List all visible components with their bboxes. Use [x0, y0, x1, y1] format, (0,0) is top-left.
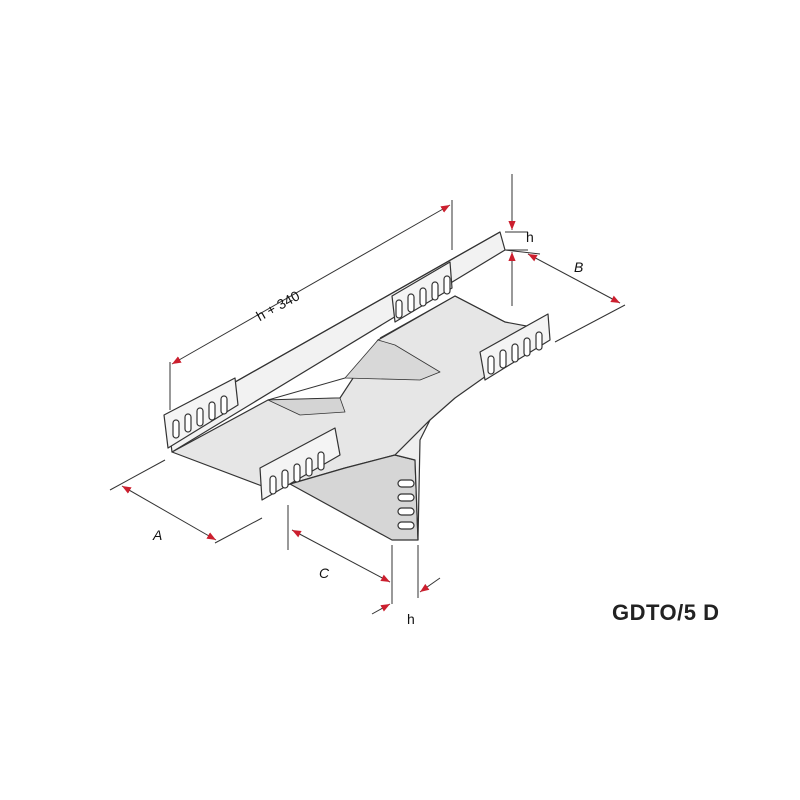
height-top-label: h	[526, 229, 534, 245]
height-bottom-arrow-right	[419, 577, 441, 593]
slot-group-right	[487, 331, 543, 375]
offset-c-label: C	[319, 565, 330, 581]
width-a-dimension	[121, 485, 217, 541]
height-bottom-label: h	[407, 611, 415, 627]
floor-shade-1	[267, 397, 346, 416]
slot-group-branch	[397, 479, 415, 530]
branch-wall	[394, 419, 431, 541]
width-b-label: B	[574, 259, 583, 275]
width-a-ext-2	[214, 517, 263, 544]
length-dimension	[171, 204, 451, 365]
width-a-ext-1	[109, 459, 166, 491]
dimension-lines	[109, 174, 626, 615]
width-b-ext-2	[554, 304, 626, 343]
slot-group-front	[269, 451, 325, 495]
offset-c-dimension	[291, 529, 391, 583]
slot-group-left	[172, 395, 228, 439]
width-a-label: A	[152, 527, 162, 543]
product-code: GDTO/5 D	[612, 600, 720, 625]
front-wall-left	[259, 427, 341, 501]
tray-body	[163, 231, 551, 541]
height-bottom-arrow-left	[371, 603, 391, 615]
length-label: h + 340	[253, 287, 302, 324]
width-b-dimension	[527, 253, 621, 304]
width-b-ext-1	[504, 249, 541, 255]
